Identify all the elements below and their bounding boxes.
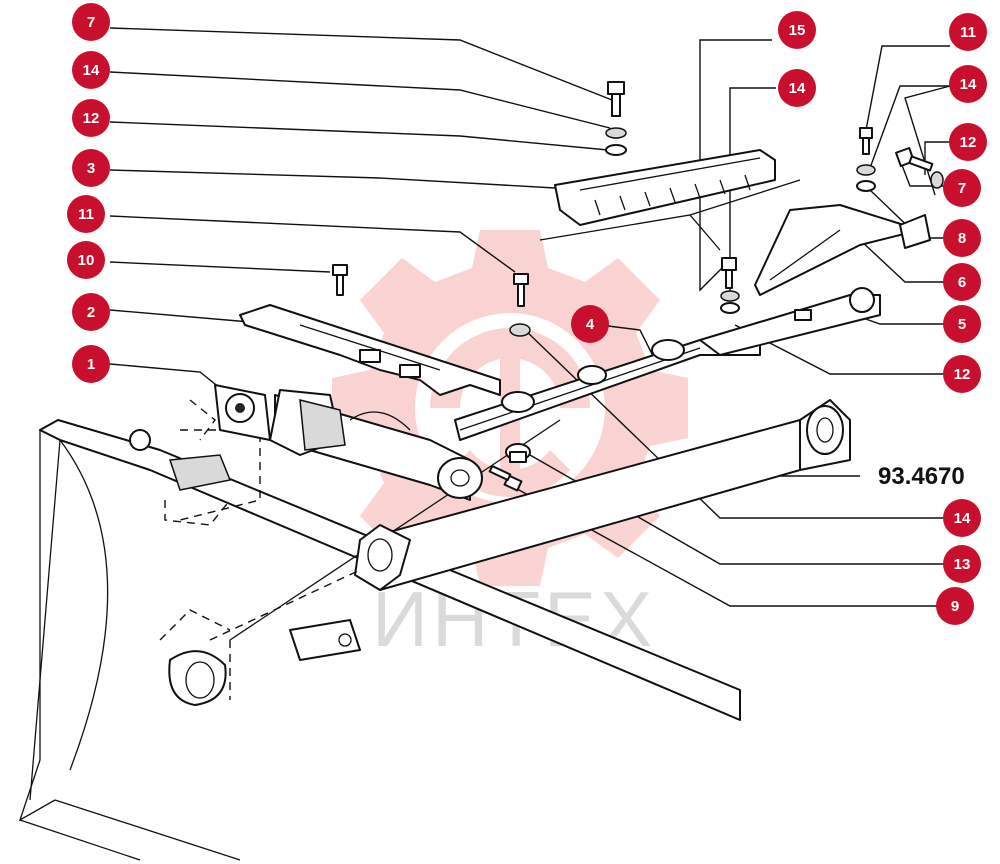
callout-label: 11 bbox=[78, 206, 94, 223]
callout-label: 12 bbox=[960, 134, 977, 151]
callout-c13: 13 bbox=[943, 545, 981, 583]
washer-14-top bbox=[605, 127, 627, 139]
callout-label: 12 bbox=[954, 366, 971, 383]
callout-markers: 7 14 12 3 11 10 2 1 15 14 4 11 14 12 7 8 6 5 12 14 13 9 bbox=[67, 3, 987, 625]
callout-c14-left: 14 bbox=[72, 51, 110, 89]
callout-label: 11 bbox=[960, 24, 976, 41]
part-8-plate bbox=[899, 214, 931, 249]
callout-c8: 8 bbox=[943, 219, 981, 257]
callout-c15: 15 bbox=[778, 11, 816, 49]
push-frame bbox=[159, 399, 851, 706]
callout-c14-mid: 14 bbox=[778, 69, 816, 107]
washer-12-mid bbox=[720, 302, 740, 314]
callout-label: 6 bbox=[958, 274, 966, 291]
part-6-guard-plate bbox=[754, 204, 921, 296]
bolt-7-top bbox=[607, 81, 625, 117]
bolt-7-right bbox=[895, 147, 934, 172]
callout-c5: 5 bbox=[943, 305, 981, 343]
callout-c11-left: 11 bbox=[67, 195, 105, 233]
callout-label: 9 bbox=[951, 598, 959, 615]
callout-c2: 2 bbox=[72, 293, 110, 331]
callout-label: 1 bbox=[87, 356, 95, 373]
washer-12-top bbox=[605, 144, 627, 156]
callout-label: 10 bbox=[78, 252, 95, 269]
nut-13 bbox=[505, 443, 531, 463]
fasteners bbox=[332, 81, 944, 492]
washer-14-left bbox=[509, 323, 531, 337]
part-5-hinge-bracket bbox=[699, 287, 881, 356]
bolt-11-left bbox=[513, 273, 529, 307]
bolt-15 bbox=[721, 257, 737, 289]
callout-label: 14 bbox=[789, 80, 806, 97]
callout-c7-right: 7 bbox=[943, 169, 981, 207]
callout-c14-right: 14 bbox=[949, 65, 987, 103]
callout-label: 3 bbox=[87, 160, 95, 177]
callout-c11-right: 11 bbox=[949, 13, 987, 51]
washer-14-right bbox=[856, 164, 876, 176]
callout-c12-right: 12 bbox=[949, 123, 987, 161]
drawing-code-label: 93.4670 bbox=[878, 463, 965, 490]
bolt-9 bbox=[488, 465, 523, 492]
callout-label: 14 bbox=[954, 510, 971, 527]
callout-label: 12 bbox=[83, 110, 100, 127]
callout-c14-lower: 14 bbox=[943, 499, 981, 537]
callout-label: 8 bbox=[958, 230, 966, 247]
part-3-step-plate bbox=[539, 149, 801, 251]
bolt-10 bbox=[332, 264, 348, 296]
callout-c3: 3 bbox=[72, 149, 110, 187]
callout-label: 5 bbox=[958, 316, 966, 333]
callout-c4: 4 bbox=[571, 305, 609, 343]
callout-c9: 9 bbox=[936, 587, 974, 625]
callout-c1: 1 bbox=[72, 345, 110, 383]
callout-label: 14 bbox=[83, 62, 100, 79]
callout-label: 14 bbox=[960, 76, 977, 93]
callout-label: 2 bbox=[87, 304, 95, 321]
part-1-hydraulic-cylinder bbox=[189, 384, 483, 501]
callout-label: 4 bbox=[586, 316, 595, 333]
callout-c10: 10 bbox=[67, 241, 105, 279]
callout-c12-left: 12 bbox=[72, 99, 110, 137]
callout-c12-lower: 12 bbox=[943, 355, 981, 393]
callout-label: 13 bbox=[954, 556, 971, 573]
washer-12-right bbox=[856, 180, 876, 192]
callout-label: 15 bbox=[789, 22, 806, 39]
callout-c6: 6 bbox=[943, 263, 981, 301]
callout-label: 7 bbox=[958, 180, 966, 197]
washer-14-mid bbox=[720, 290, 740, 302]
callout-c7-top: 7 bbox=[72, 3, 110, 41]
nut-12-right bbox=[930, 171, 944, 189]
callout-label: 7 bbox=[87, 14, 95, 31]
part-2-bracket bbox=[239, 304, 501, 396]
bolt-11-right bbox=[859, 127, 873, 155]
